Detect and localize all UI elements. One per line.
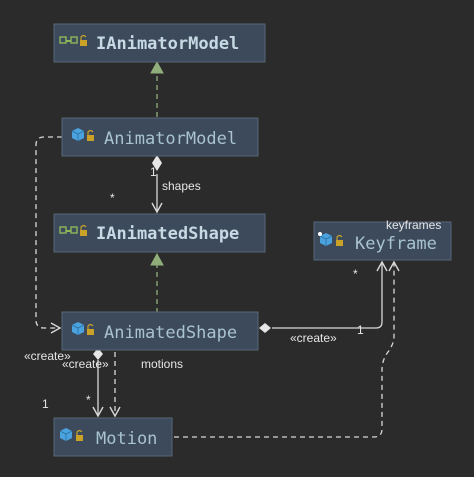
node-title-animatormodel: AnimatorModel [104,129,237,149]
node-animatedshape[interactable]: AnimatedShape [61,311,259,351]
node-ianimatormodel[interactable]: IAnimatorModel [53,23,266,63]
lock-icon [76,429,83,441]
interface-icon [59,226,78,234]
node-title-motion: Motion [96,429,157,449]
class-icon [318,232,333,246]
node-ianimatedshape[interactable]: IAnimatedShape [53,213,266,253]
role-label-shapes: shapes [162,179,201,193]
lock-icon [87,129,94,141]
lock-icon [87,323,94,335]
node-title-ianimatedshape: IAnimatedShape [96,224,239,244]
mult-motions-source: 1 [42,397,49,411]
mult-keyframes-source: 1 [357,323,364,337]
mult-shapes-target: * [110,191,115,205]
mult-motions-target: * [86,393,91,407]
mult-keyframes-target: * [353,267,358,281]
composition-edge-keyframes [272,260,388,329]
composition-diamond-motions [93,348,103,360]
mult-shapes-source: 1 [150,165,157,179]
class-icon [59,428,73,441]
node-title-animatedshape: AnimatedShape [104,323,237,343]
stereotype-animatedshape-create: «create» [24,349,71,363]
node-motion[interactable]: Motion [53,417,173,457]
lock-icon [80,224,87,236]
role-label-motions: motions [141,357,183,371]
dependency-edge-motion-keyframe [174,260,400,438]
node-keyframe[interactable]: Keyframe [313,221,452,261]
node-title-keyframe: Keyframe [355,234,437,254]
stereotype-keyframes: «create» [290,331,337,345]
node-title-ianimatormodel: IAnimatorModel [96,34,239,54]
lock-icon [80,34,87,46]
dependency-edge-create-animatedshape [35,136,62,334]
lock-icon [336,234,343,246]
class-icon [71,322,85,335]
class-icon [71,128,85,141]
composition-diamond-shapes [152,155,162,171]
role-label-keyframes: keyframes [386,218,441,232]
interface-icon [59,36,78,44]
composition-diamond-keyframes [259,323,271,333]
stereotype-motions: «create» [62,357,109,371]
node-animatormodel[interactable]: AnimatorModel [61,117,259,157]
